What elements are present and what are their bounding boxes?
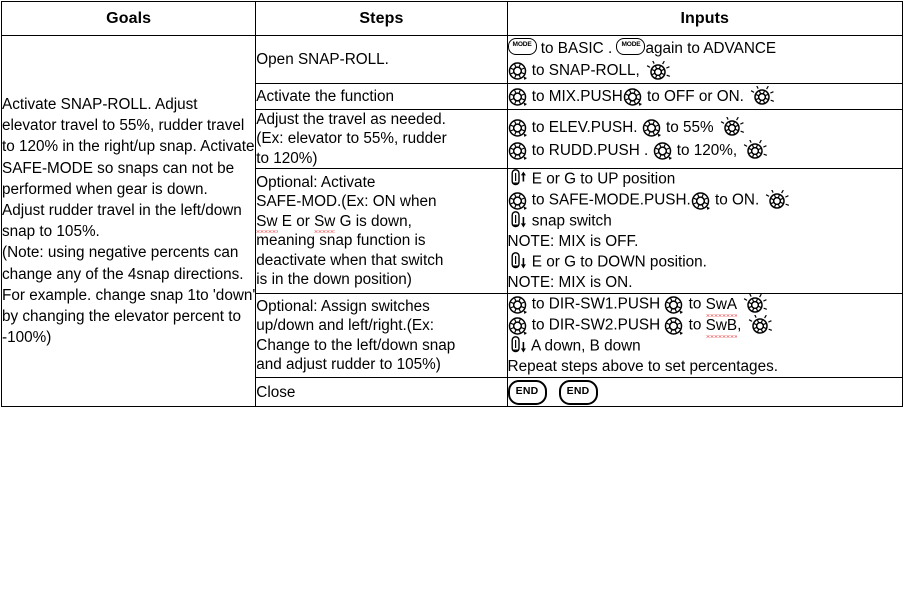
misspelled-word: Sw [256, 212, 278, 233]
input-line-a-down-b-down: A down, B down [508, 336, 902, 357]
input-line-elev-push: to ELEV.PUSH. to 55% [508, 117, 902, 138]
input-line-note-mix-off: NOTE: MIX is OFF. [507, 233, 639, 251]
rotary-dial-icon [664, 316, 684, 336]
step-text: Optional: Assign switches up/down and le… [256, 297, 456, 374]
table-header-row: Goals Steps Inputs [0, 1, 904, 36]
rotary-dial-icon [508, 295, 528, 315]
rotary-dial-press-icon [763, 190, 790, 211]
rotary-dial-press-icon [741, 140, 768, 161]
rotary-dial-icon [508, 61, 528, 81]
rotary-dial-icon [508, 118, 528, 138]
end-button-icon: END [507, 379, 547, 405]
goals-text: Activate SNAP-ROLL. Adjust elevator trav… [2, 95, 256, 347]
input-line-safe-mode-push: to SAFE-MODE.PUSH. to ON. [508, 190, 902, 211]
inputs-cell-adjust-travel: to ELEV.PUSH. to 55% to RUDD.PUSH . to 1… [506, 108, 904, 170]
mode-button-icon: MODE [507, 37, 537, 55]
rotary-dial-press-icon [746, 315, 772, 336]
column-header-inputs: Inputs [506, 1, 904, 36]
rotary-dial-press-icon [718, 117, 744, 138]
rotary-dial-press-icon [741, 294, 768, 315]
input-line-rudd-push: to RUDD.PUSH . to 120%, [508, 140, 902, 161]
input-line-repeat-steps: Repeat steps above to set percentages. [507, 358, 778, 376]
steps-cell-assign-switches: Optional: Assign switches up/down and le… [255, 293, 508, 379]
rotary-dial-icon [508, 87, 528, 107]
inputs-cell-safe-mode: E or G to UP position to SAFE-MODE.PUSH.… [506, 168, 904, 295]
step-text: Activate the function [256, 87, 395, 105]
end-button-icon: END [558, 379, 598, 405]
table-row: Activate SNAP-ROLL. Adjust elevator trav… [0, 34, 904, 408]
input-line-mix-push: to MIX.PUSH to OFF or ON. [508, 86, 902, 107]
misspelled-word: SwB [705, 316, 738, 338]
steps-cell-activate-function: Activate the function [255, 83, 508, 110]
steps-cell-close: Close [255, 377, 508, 408]
table-row: Activate the function to MIX.PUSH to OFF… [2, 83, 904, 110]
toggle-switch-down-icon [508, 211, 528, 232]
inputs-cell-activate-function: to MIX.PUSH to OFF or ON. [506, 83, 904, 110]
rotary-dial-press-icon [748, 86, 775, 107]
step-text: Adjust the travel as needed. (Ex: elevat… [256, 110, 447, 167]
toggle-switch-up-icon [508, 169, 528, 190]
input-line-end-end: END END [507, 379, 902, 405]
inputs-cell-assign-switches: to DIR-SW1.PUSH to SwA to DIR-SW2.PUSH t… [506, 293, 904, 379]
steps-cell-adjust-travel: Adjust the travel as needed. (Ex: elevat… [255, 108, 508, 170]
inputs-cell-close: END END [506, 377, 904, 408]
input-line-dial-to-snap-roll: to SNAP-ROLL, [508, 60, 902, 81]
step-text: Close [256, 383, 296, 401]
misspelled-word: Sw [314, 212, 336, 233]
step-text: Open SNAP-ROLL. [256, 50, 389, 68]
input-line-switch-up: E or G to UP position [508, 169, 902, 190]
column-header-steps: Steps [255, 1, 508, 36]
input-line-dir-sw2: to DIR-SW2.PUSH to SwB, [508, 315, 902, 338]
rotary-dial-icon [653, 141, 673, 161]
mode-button-icon: MODE [616, 37, 646, 55]
rotary-dial-icon [691, 191, 711, 211]
toggle-switch-down-icon [508, 252, 528, 273]
rotary-dial-icon [642, 118, 662, 138]
table-row: Optional: Assign switches up/down and le… [2, 293, 904, 379]
rotary-dial-icon [508, 141, 528, 161]
misspelled-word: SwA [705, 295, 738, 317]
procedure-table: Goals Steps Inputs Activate SNAP-ROLL. A… [0, 1, 904, 408]
rotary-dial-icon [664, 295, 684, 315]
rotary-dial-icon [508, 191, 528, 211]
steps-cell-open-snap-roll: Open SNAP-ROLL. [255, 34, 508, 85]
toggle-switch-down-icon [508, 336, 528, 357]
input-line-note-mix-on: NOTE: MIX is ON. [507, 274, 633, 292]
table-body: Activate SNAP-ROLL. Adjust elevator trav… [0, 34, 904, 408]
input-line-snap-switch: snap switch [508, 211, 902, 232]
rotary-dial-icon [623, 87, 643, 107]
table-row: Close END END [2, 377, 904, 408]
column-header-goals: Goals [0, 1, 257, 36]
table-row: Adjust the travel as needed. (Ex: elevat… [2, 108, 904, 170]
rotary-dial-press-icon [644, 60, 671, 82]
goals-cell: Activate SNAP-ROLL. Adjust elevator trav… [0, 34, 257, 408]
input-line-switch-down-position: E or G to DOWN position. [508, 252, 902, 273]
rotary-dial-icon [508, 316, 528, 336]
input-line-dir-sw1: to DIR-SW1.PUSH to SwA [508, 294, 902, 317]
